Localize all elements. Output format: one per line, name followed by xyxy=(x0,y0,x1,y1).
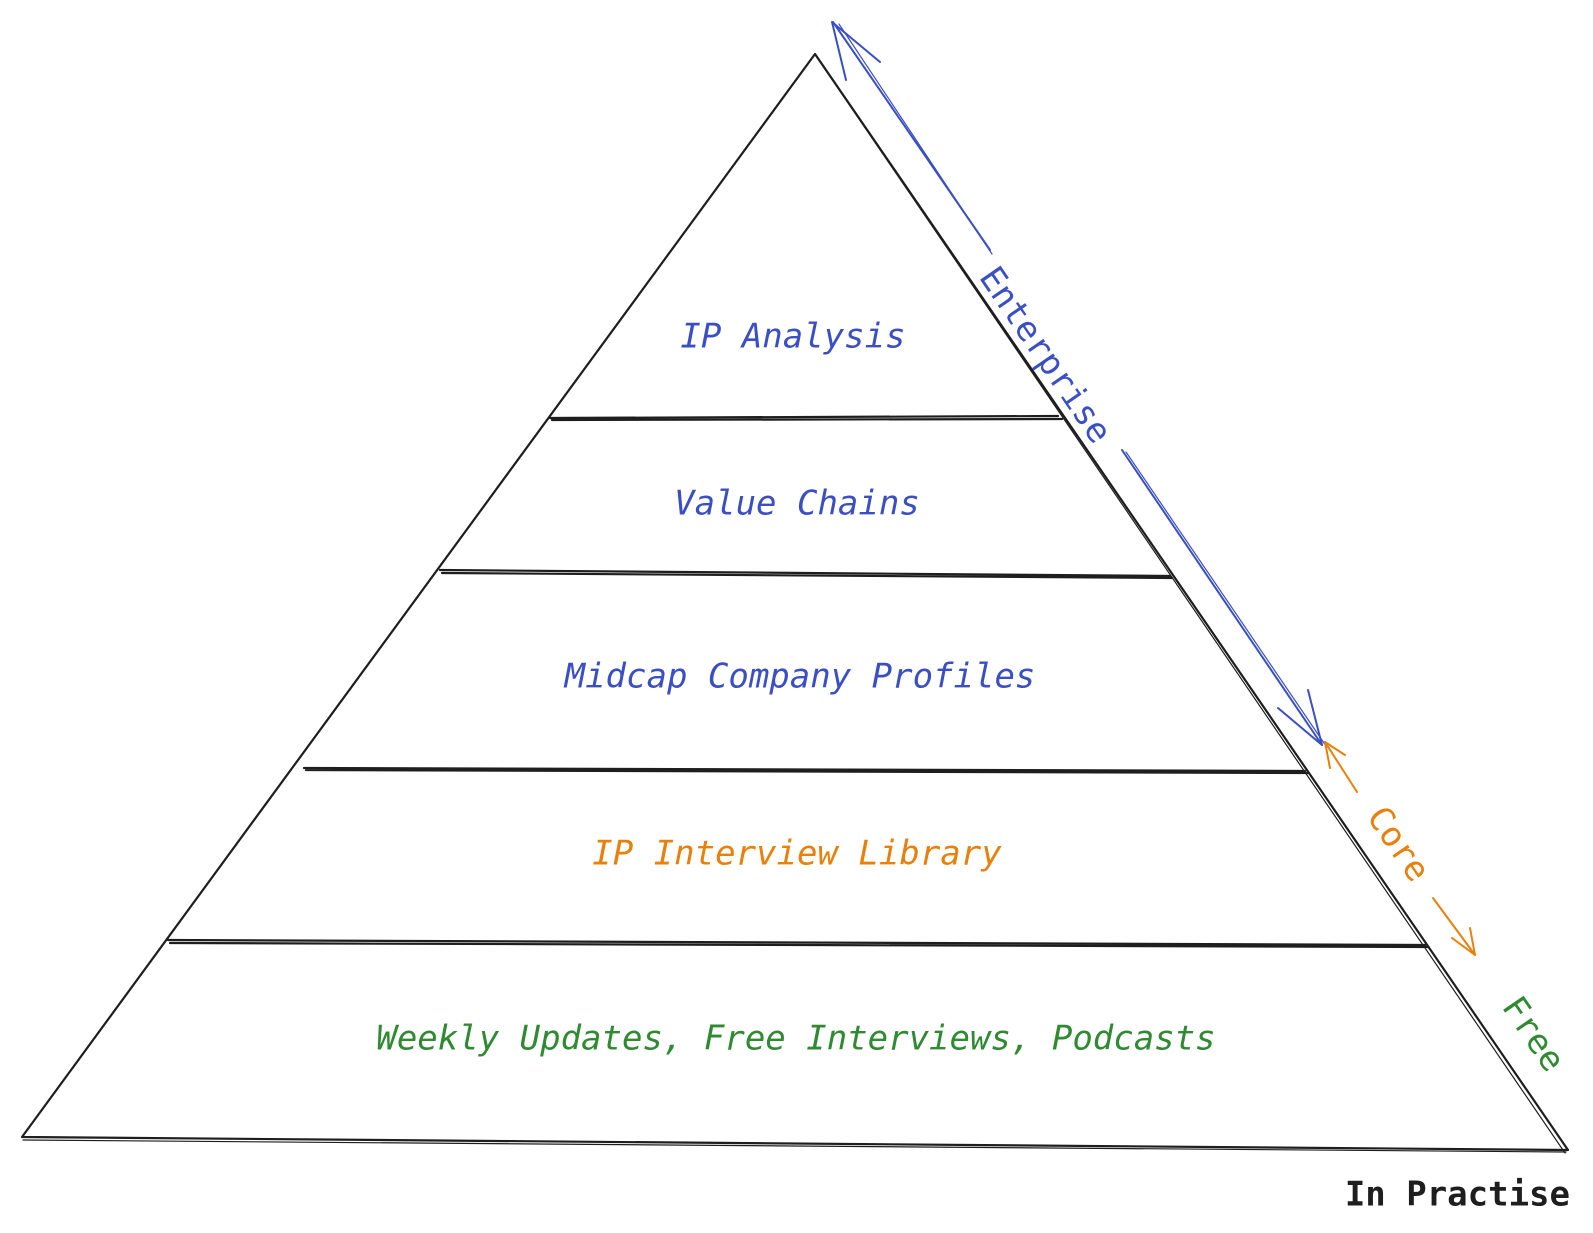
divider-3 xyxy=(302,766,1310,775)
pyramid-outline xyxy=(20,52,1570,1152)
tier-label-ip-interview-library: IP Interview Library xyxy=(592,834,1002,874)
access-label-enterprise: Enterprise xyxy=(971,259,1120,450)
enterprise-range-arrow xyxy=(831,21,1327,747)
tier-label-midcap-company-profiles: Midcap Company Profiles xyxy=(564,657,1036,697)
tier-label-value-chains: Value Chains xyxy=(674,484,920,524)
pyramid-outline-sketch xyxy=(22,55,1567,1154)
access-label-core: Core xyxy=(1359,799,1438,889)
core-range-arrow xyxy=(1324,741,1476,956)
divider-4 xyxy=(166,938,1430,949)
divider-1 xyxy=(548,414,1064,422)
divider-2 xyxy=(438,568,1174,580)
brand-label-in-practise: In Practise xyxy=(1345,1175,1570,1215)
tier-label-ip-analysis: IP Analysis xyxy=(680,317,905,357)
tier-label-weekly-updates: Weekly Updates, Free Interviews, Podcast… xyxy=(376,1019,1215,1059)
